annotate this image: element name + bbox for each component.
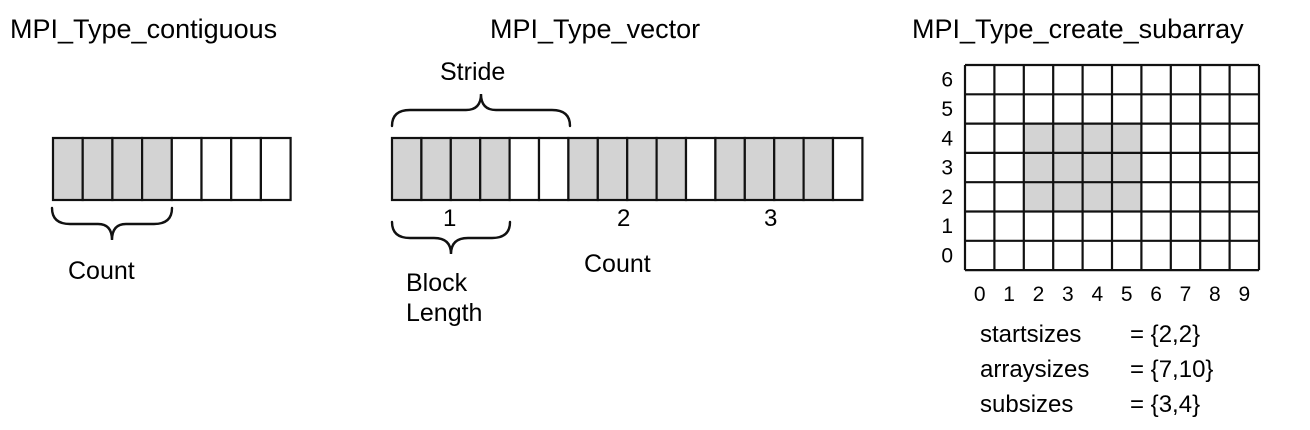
vector-cell-2: [449, 136, 482, 202]
contiguous-cell-4: [170, 136, 203, 202]
subarray-shaded-cell-r4-c4: [1082, 123, 1112, 153]
vector-cell-6: [567, 136, 599, 202]
subarray-shaded-cell-r4-c2: [1023, 123, 1054, 153]
subarray-y-tick-6: 6: [941, 69, 953, 92]
subarray-shaded-cell-r2-c4: [1082, 182, 1112, 212]
subarray-y-tick-5: 5: [941, 98, 953, 121]
vector-block-length-brace: [390, 220, 512, 255]
subarray-shaded-cell-r3-c2: [1023, 152, 1054, 183]
vector-cell-0: [390, 136, 423, 202]
contiguous-panel: MPI_Type_contiguous Count: [10, 14, 292, 285]
contiguous-count-label: Count: [68, 257, 135, 285]
subarray-y-ticks: 6 5 4 3 2 1 0: [941, 69, 953, 268]
vector-cell-8: [626, 136, 658, 202]
subarray-x-tick-6: 6: [1150, 283, 1162, 306]
param-arraysizes-value: = {7,10}: [1130, 356, 1213, 383]
contiguous-cell-1: [81, 136, 114, 202]
vector-cell-15: [831, 136, 864, 202]
contiguous-cell-5: [200, 136, 233, 202]
subarray-shaded-cell-r2-c2: [1023, 182, 1054, 212]
vector-cell-12: [743, 136, 776, 202]
subarray-shaded-cell-r4-c5: [1112, 123, 1142, 153]
subarray-shaded-cell-r3-c3: [1053, 152, 1083, 183]
vector-panel: MPI_Type_vector Stride 1 2 3 Count Block…: [390, 14, 864, 327]
contiguous-title: MPI_Type_contiguous: [10, 14, 277, 44]
subarray-shaded-region: [1023, 123, 1142, 212]
subarray-shaded-cell-r2-c3: [1053, 182, 1083, 212]
subarray-x-tick-2: 2: [1033, 283, 1045, 306]
subarray-shaded-cell-r4-c3: [1053, 123, 1083, 153]
contiguous-cell-3: [141, 136, 173, 202]
subarray-title: MPI_Type_create_subarray: [912, 14, 1244, 44]
subarray-grid: [963, 63, 1261, 272]
vector-count-label: Count: [584, 250, 651, 278]
subarray-x-tick-9: 9: [1238, 283, 1250, 306]
contiguous-cell-2: [111, 136, 144, 202]
subarray-x-tick-0: 0: [974, 283, 986, 306]
vector-block-number-3: 3: [764, 205, 777, 232]
contiguous-count-brace: [50, 206, 174, 241]
vector-block-number-2: 2: [617, 205, 630, 232]
vector-cell-11: [714, 136, 746, 202]
subarray-shaded-cell-r2-c5: [1112, 182, 1142, 212]
vector-title: MPI_Type_vector: [490, 14, 700, 44]
subarray-x-tick-7: 7: [1180, 283, 1192, 306]
subarray-x-tick-5: 5: [1121, 283, 1133, 306]
vector-stride-brace: [390, 93, 572, 128]
param-subsizes-value: = {3,4}: [1130, 391, 1200, 418]
vector-cell-3: [479, 136, 511, 202]
vector-cells: [390, 136, 864, 202]
contiguous-cell-6: [230, 136, 262, 202]
contiguous-cells: [51, 136, 292, 202]
subarray-x-tick-3: 3: [1062, 283, 1074, 306]
vector-cell-9: [655, 136, 688, 202]
vector-block-label-line2: Length: [406, 299, 482, 327]
param-startsizes-name: startsizes: [980, 321, 1081, 348]
vector-cell-7: [596, 136, 629, 202]
vector-block-number-1: 1: [443, 205, 456, 232]
subarray-y-tick-0: 0: [941, 244, 953, 267]
subarray-x-tick-4: 4: [1091, 283, 1103, 306]
vector-cell-4: [508, 136, 541, 202]
vector-cell-10: [684, 136, 717, 202]
vector-cell-1: [420, 136, 452, 202]
subarray-y-tick-4: 4: [941, 127, 953, 150]
contiguous-cell-7: [259, 136, 292, 202]
param-startsizes-value: = {2,2}: [1130, 321, 1200, 348]
vector-stride-label: Stride: [440, 58, 505, 86]
param-arraysizes-name: arraysizes: [980, 356, 1089, 383]
vector-cell-13: [773, 136, 805, 202]
subarray-shaded-cell-r3-c4: [1082, 152, 1112, 183]
subarray-y-tick-1: 1: [941, 215, 953, 238]
subarray-y-tick-2: 2: [941, 186, 953, 209]
vector-cell-14: [802, 136, 835, 202]
subarray-x-tick-1: 1: [1003, 283, 1015, 306]
contiguous-cell-0: [51, 136, 84, 202]
subarray-shaded-cell-r3-c5: [1112, 152, 1142, 183]
vector-block-label-line1: Block: [406, 269, 468, 297]
vector-cell-5: [537, 136, 570, 202]
subarray-x-tick-8: 8: [1209, 283, 1221, 306]
param-subsizes-name: subsizes: [980, 391, 1073, 418]
subarray-y-tick-3: 3: [941, 157, 953, 180]
